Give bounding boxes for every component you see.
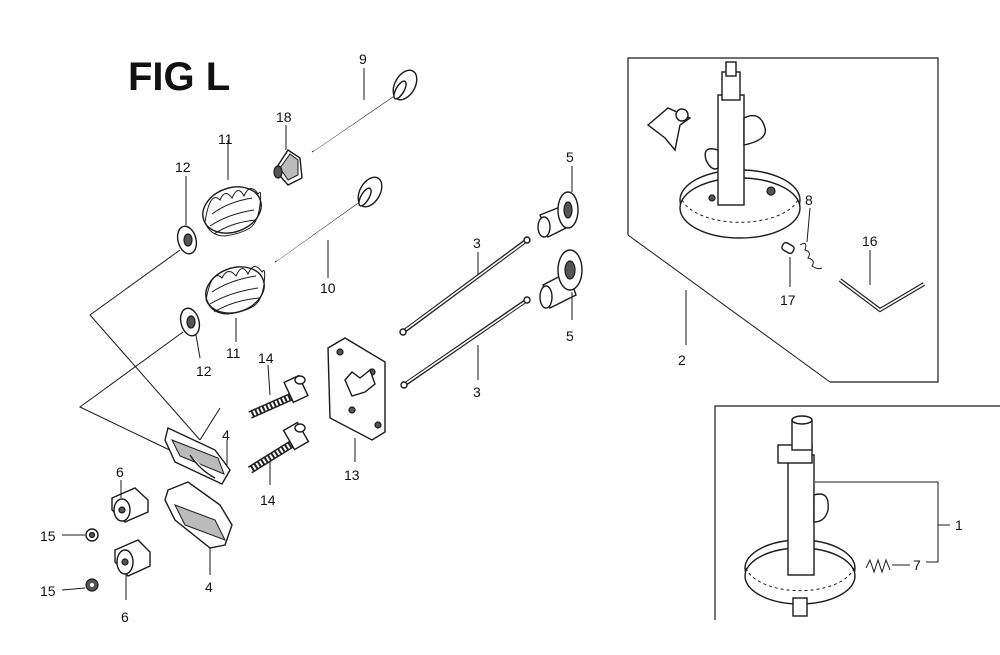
camshaft-assembly-frame [627, 57, 939, 383]
callout-5-lower: 5 [566, 328, 574, 344]
figure-title: FIG L [128, 55, 230, 99]
callout-7: 7 [913, 557, 921, 573]
decompressor-pin-part [781, 241, 795, 255]
callout-2: 2 [678, 352, 686, 368]
push-rod-guide-plate-part [327, 337, 386, 441]
callout-12-upper: 12 [175, 159, 191, 175]
callout-13: 13 [344, 467, 360, 483]
camshaft-part [744, 415, 856, 617]
bracket-lines [79, 249, 221, 456]
callout-11-lower: 11 [226, 345, 241, 361]
callout-16: 16 [862, 233, 878, 249]
callout-10: 10 [320, 280, 336, 296]
callout-14-lower: 14 [260, 492, 276, 508]
callout-1: 1 [955, 517, 963, 533]
callout-15-lower: 15 [40, 583, 56, 599]
callout-6-lower: 6 [121, 609, 129, 625]
valve-lifter-upper-part [537, 191, 579, 238]
callout-15-upper: 15 [40, 528, 56, 544]
callout-14-upper: 14 [258, 350, 274, 366]
spring-retainer-lower-part [179, 307, 201, 337]
callout-9: 9 [359, 51, 367, 67]
camshaft-spring-part [865, 558, 891, 574]
valve-lifter-lower-part [539, 249, 583, 309]
push-rod-upper-part [399, 236, 531, 336]
callout-12-lower: 12 [196, 363, 212, 379]
push-rod-lower-part [400, 296, 531, 389]
decompressor-wire-part [838, 278, 926, 313]
callout-3-upper: 3 [473, 235, 481, 251]
exhaust-valve-part [274, 176, 383, 263]
bracket-1 [815, 481, 939, 563]
callout-5-upper: 5 [566, 149, 574, 165]
valve-spring-lower-part [205, 266, 266, 315]
pivot-bolt-lower-part [247, 421, 310, 474]
callout-11-upper: 11 [218, 131, 233, 147]
callout-17: 17 [780, 292, 796, 308]
camshaft-frame [714, 405, 1000, 620]
callout-4-upper: 4 [222, 427, 230, 443]
camshaft-gear-assembly-part [646, 61, 801, 239]
pivot-bolt-upper-part [248, 374, 309, 419]
lock-nut-lower-part [85, 578, 99, 592]
lock-nut-upper-part [85, 528, 99, 542]
valve-spring-upper-part [202, 186, 262, 237]
decompressor-spring-part [799, 242, 823, 270]
adjusting-nut-upper-part [111, 487, 149, 523]
callout-6-upper: 6 [116, 464, 124, 480]
callout-4-lower: 4 [205, 579, 213, 595]
rocker-arm-lower-part [164, 481, 233, 549]
valve-rotator-part [273, 149, 303, 186]
spring-retainer-upper-part [176, 225, 198, 255]
callout-8: 8 [805, 192, 813, 208]
adjusting-nut-lower-part [114, 539, 151, 577]
callout-3-lower: 3 [473, 384, 481, 400]
intake-valve-part [311, 69, 418, 153]
rocker-arm-upper-part [164, 427, 231, 485]
callout-18: 18 [276, 109, 292, 125]
